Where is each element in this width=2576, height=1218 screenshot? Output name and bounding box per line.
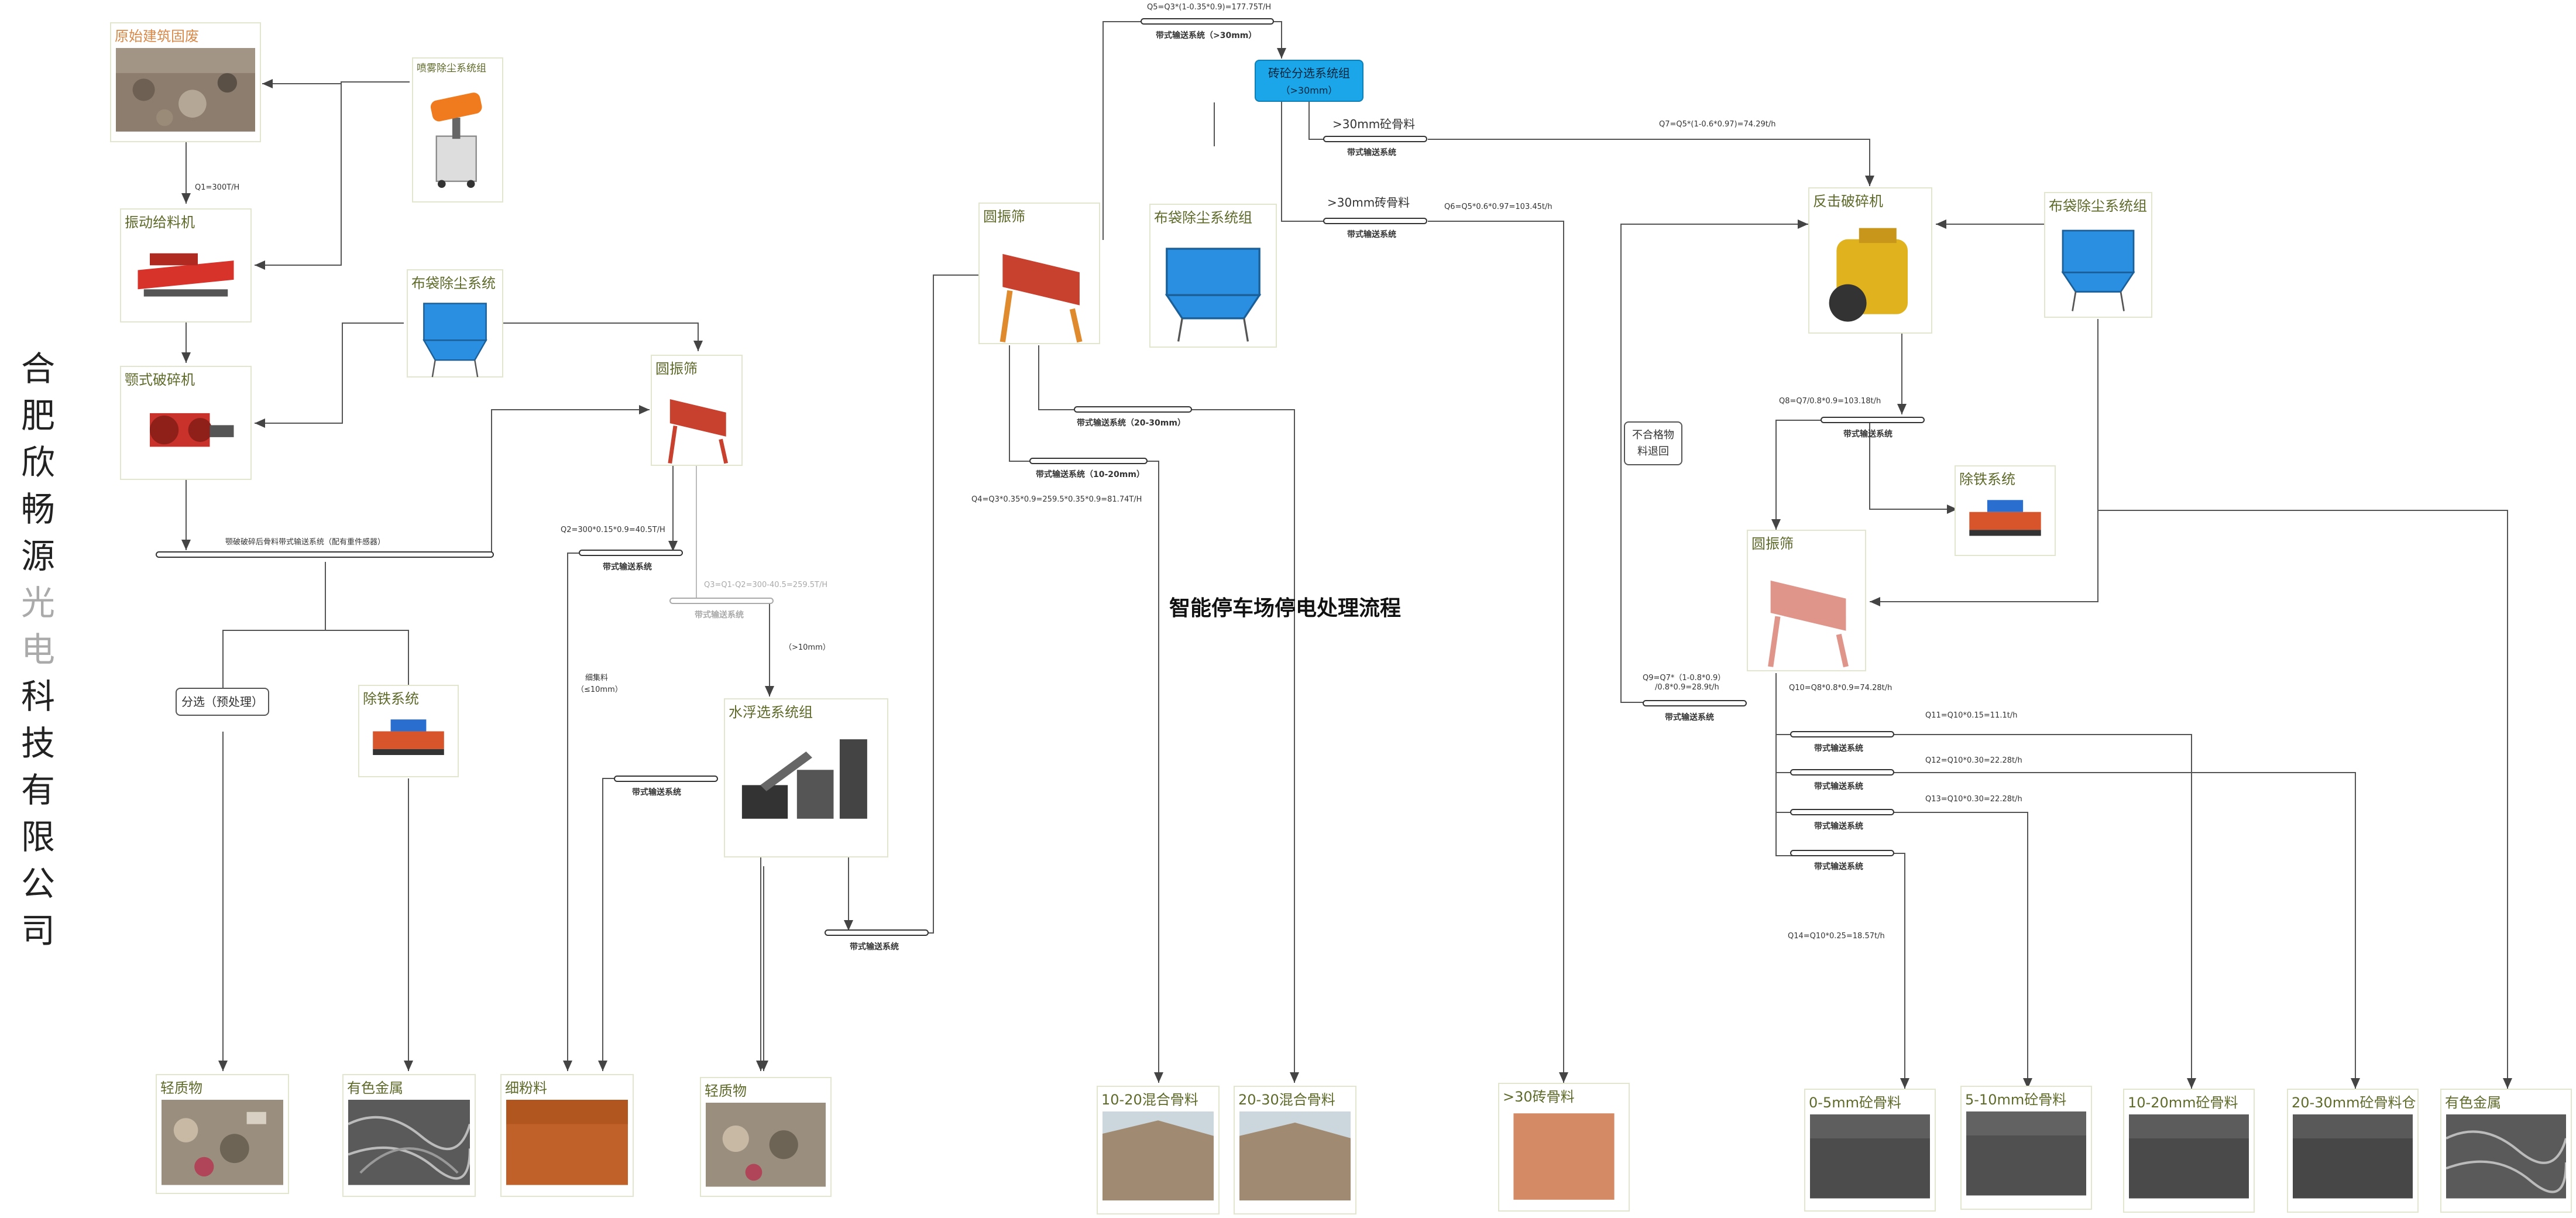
label-q12: Q12=Q10*0.30=22.28t/h xyxy=(1925,756,2022,765)
label-conveyor: 带式输送系统 xyxy=(1843,430,1892,439)
label-q14: Q14=Q10*0.25=18.57t/h xyxy=(1788,932,1885,941)
gravel-image xyxy=(1966,1111,2086,1196)
label-q2: Q2=300*0.15*0.9=40.5T/H xyxy=(561,526,665,534)
float-machine-icon xyxy=(741,739,867,819)
card-out-metal-1: 有色金属 xyxy=(342,1074,476,1197)
card-spray-dust: 喷雾除尘系统组 xyxy=(412,57,503,203)
label-conveyor: 带式输送系统 xyxy=(1814,862,1863,872)
feeder-icon xyxy=(138,253,234,297)
aggregate-pile-image xyxy=(1239,1111,1351,1200)
card-iron-removal-2: 除铁系统 xyxy=(1955,465,2056,556)
rubble-image xyxy=(116,48,255,132)
return-box: 不合格物 料退回 xyxy=(1624,421,1682,465)
label-q8: Q8=Q7/0.8*0.9=103.18t/h xyxy=(1779,397,1881,406)
card-out-10-20: 10-20mm砼骨料 xyxy=(2123,1089,2255,1213)
label-conveyor: 带式输送系统 xyxy=(632,788,681,797)
label-gt30-brick: >30mm砖骨料 xyxy=(1327,195,1410,210)
card-out-fine: 细粉料 xyxy=(500,1074,634,1197)
label-q11: Q11=Q10*0.15=11.1t/h xyxy=(1925,711,2018,720)
card-round-screen-3: 圆振筛 xyxy=(1747,530,1866,671)
screen-icon xyxy=(1000,253,1083,343)
label-q9b: /0.8*0.9=28.9t/h xyxy=(1655,683,1719,692)
label-gt30-concrete: >30mm砼骨料 xyxy=(1332,117,1416,131)
card-bag-dust-1: 布袋除尘系统 xyxy=(407,269,503,378)
bag-dust-icon xyxy=(423,303,487,378)
card-out-metal-2: 有色金属 xyxy=(2440,1089,2572,1213)
sorting-system-box: 砖砼分选系统组 （>30mm） xyxy=(1255,60,1363,102)
brick-aggregate-image xyxy=(1513,1113,1615,1200)
gravel-image xyxy=(2293,1114,2413,1199)
card-bag-dust-2: 布袋除尘系统组 xyxy=(1149,204,1277,348)
card-iron-removal-1: 除铁系统 xyxy=(358,685,459,777)
iron-remover-icon xyxy=(1969,500,2041,536)
label-q10: Q10=Q8*0.8*0.9=74.28t/h xyxy=(1789,684,1892,692)
jaw-crusher-icon xyxy=(150,413,234,447)
bag-dust-icon xyxy=(2061,229,2135,311)
screen-icon xyxy=(1768,580,1849,668)
label-conveyor-1020: 带式输送系统（10-20mm） xyxy=(1036,470,1145,479)
label-conveyor: 带式输送系统 xyxy=(1347,148,1396,157)
card-raw-waste: 原始建筑固废 xyxy=(110,22,261,142)
diagram-title: 智能停车场停电处理流程 xyxy=(1169,596,1402,620)
card-out-20-30: 20-30mm砼骨料仓 xyxy=(2287,1089,2419,1213)
card-jaw-crusher: 颚式破碎机 xyxy=(120,366,252,480)
card-round-screen-2: 圆振筛 xyxy=(978,203,1100,344)
label-conveyor: 带式输送系统 xyxy=(603,562,652,572)
label-conveyor-gt30: 带式输送系统（>30mm） xyxy=(1156,31,1257,40)
label-conveyor: 带式输送系统 xyxy=(1814,822,1863,831)
card-out-1020-mix: 10-20混合骨料 xyxy=(1097,1086,1220,1214)
label-q5: Q5=Q3*(1-0.35*0.9)=177.75T/H xyxy=(1147,3,1272,12)
card-round-screen-1: 圆振筛 xyxy=(651,355,743,466)
label-gt10: （>10mm） xyxy=(784,643,830,652)
label-main-conveyor: 颚破破碎后骨料带式输送系统（配有重件感器） xyxy=(225,538,386,547)
presort-box: 分选（预处理） xyxy=(176,688,269,716)
screen-icon xyxy=(668,399,729,464)
label-conveyor: 带式输送系统 xyxy=(695,610,744,620)
label-q6: Q6=Q5*0.6*0.97=103.45t/h xyxy=(1444,203,1553,211)
label-q9a: Q9=Q7*（1-0.8*0.9） xyxy=(1643,674,1726,682)
card-bag-dust-3: 布袋除尘系统组 xyxy=(2044,192,2152,318)
iron-remover-icon xyxy=(373,719,444,755)
card-out-light-2: 轻质物 xyxy=(700,1077,832,1197)
label-q3: Q3=Q1-Q2=300-40.5=259.5T/H xyxy=(704,581,828,589)
label-q13: Q13=Q10*0.30=22.28t/h xyxy=(1925,795,2022,804)
debris-image xyxy=(706,1103,826,1187)
spray-cannon-icon xyxy=(430,92,482,188)
aggregate-pile-image xyxy=(1102,1111,1214,1200)
label-conveyor: 带式输送系统 xyxy=(1665,713,1714,722)
card-vibrating-feeder: 振动给料机 xyxy=(120,208,252,322)
card-out-2030-mix: 20-30混合骨料 xyxy=(1234,1086,1356,1214)
impact-crusher-icon xyxy=(1829,228,1908,322)
card-impact-crusher: 反击破碎机 xyxy=(1808,187,1932,334)
bag-dust-icon xyxy=(1165,248,1262,342)
label-q4: Q4=Q3*0.35*0.9=259.5*0.35*0.9=81.74T/H xyxy=(971,495,1142,504)
gravel-image xyxy=(1810,1114,1930,1199)
card-out-5-10: 5-10mm砼骨料 xyxy=(1960,1086,2092,1210)
company-name: 合 肥 欣 畅 源 光 电 科 技 有 限 公 司 xyxy=(20,349,55,951)
scrap-metal-image xyxy=(348,1100,470,1185)
label-conveyor-2030: 带式输送系统（20-30mm） xyxy=(1077,418,1186,428)
card-out-light-1: 轻质物 xyxy=(156,1074,289,1194)
label-conveyor: 带式输送系统 xyxy=(1347,230,1396,239)
label-conveyor: 带式输送系统 xyxy=(1814,782,1863,791)
fine-sand-image xyxy=(506,1100,628,1185)
gravel-image xyxy=(2129,1114,2249,1199)
label-conveyor: 带式输送系统 xyxy=(1814,744,1863,753)
card-water-float: 水浮选系统组 xyxy=(724,698,888,857)
card-out-0-5: 0-5mm砼骨料 xyxy=(1804,1089,1936,1212)
label-fine-a: 细集料 xyxy=(585,674,609,682)
scrap-metal-image xyxy=(2446,1114,2566,1199)
label-fine-b: （≤10mm） xyxy=(576,685,623,694)
debris-image xyxy=(162,1100,283,1185)
card-out-30-brick: >30砖骨料 xyxy=(1498,1083,1630,1212)
label-q1: Q1=300T/H xyxy=(195,183,240,192)
label-q7: Q7=Q5*(1-0.6*0.97)=74.29t/h xyxy=(1659,120,1776,129)
label-conveyor: 带式输送系统 xyxy=(850,942,899,952)
